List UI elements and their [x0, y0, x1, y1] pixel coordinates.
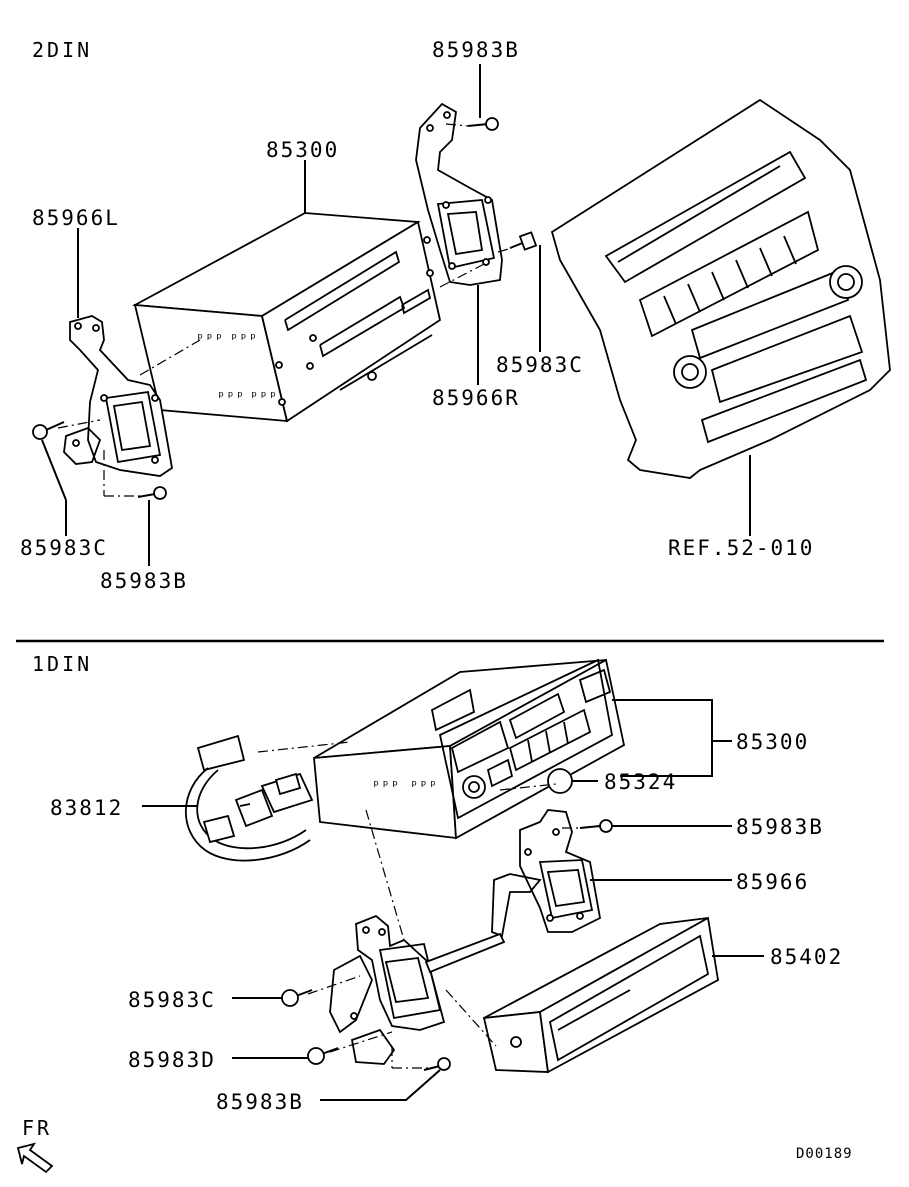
svg-text:ᵖᵖᵖ: ᵖᵖᵖ [372, 778, 400, 794]
svg-text:ᵖᵖᵖ: ᵖᵖᵖ [250, 389, 278, 405]
label-85966R: 85966R [432, 386, 520, 410]
label-83812: 83812 [50, 796, 123, 820]
screw-85983B-lower [137, 486, 167, 500]
label-ref-52-010: REF.52-010 [668, 536, 814, 560]
screw-85983B-bottom [423, 1057, 451, 1071]
svg-text:ᵖᵖᵖ: ᵖᵖᵖ [410, 778, 438, 794]
screw-85983C-right [509, 231, 538, 251]
bracket-left-1din [329, 914, 446, 1065]
screw-85983B-right [579, 819, 613, 833]
label-85402: 85402 [770, 945, 843, 969]
label-85966L: 85966L [32, 206, 120, 230]
front-direction-arrow-icon [16, 1142, 54, 1174]
front-direction-label: FR [22, 1116, 52, 1140]
label-85983C-right: 85983C [496, 353, 584, 377]
bracket-left-2din [63, 315, 173, 477]
knob-85324 [547, 768, 573, 794]
screw-85983C-left [32, 421, 65, 440]
pocket-85402 [482, 916, 719, 1074]
radio-unit-2din: ᵖᵖᵖ ᵖᵖᵖ ᵖᵖᵖ ᵖᵖᵖ [131, 212, 442, 423]
label-85300-bottom: 85300 [736, 730, 809, 754]
label-85983C-left: 85983C [20, 536, 108, 560]
svg-text:ᵖᵖᵖ: ᵖᵖᵖ [230, 331, 258, 347]
svg-text:ᵖᵖᵖ: ᵖᵖᵖ [196, 331, 224, 347]
label-85983B-right: 85983B [736, 815, 824, 839]
bracket-right-2din [415, 102, 503, 286]
svg-text:ᵖᵖᵖ: ᵖᵖᵖ [217, 389, 245, 405]
bracket-85966 [491, 809, 602, 938]
harness-83812 [184, 734, 314, 862]
label-85983B-lower: 85983B [100, 569, 188, 593]
label-85983D: 85983D [128, 1048, 216, 1072]
diagram-code: D00189 [796, 1146, 853, 1162]
screw-85983C-bottom [281, 989, 313, 1007]
label-85983C-bottom: 85983C [128, 988, 216, 1012]
faceplate-ref-52-010 [550, 98, 891, 479]
screw-85983B-upper [467, 117, 499, 131]
section-label-2din: 2DIN [32, 38, 92, 62]
label-85324: 85324 [604, 770, 677, 794]
label-85966: 85966 [736, 870, 809, 894]
label-85983B-bottom: 85983B [216, 1090, 304, 1114]
label-85300-top: 85300 [266, 138, 339, 162]
screw-85983D [307, 1047, 339, 1065]
section-label-1din: 1DIN [32, 652, 92, 676]
label-85983B-upper: 85983B [432, 38, 520, 62]
radio-unit-1din: ᵖᵖᵖ ᵖᵖᵖ [313, 658, 626, 840]
